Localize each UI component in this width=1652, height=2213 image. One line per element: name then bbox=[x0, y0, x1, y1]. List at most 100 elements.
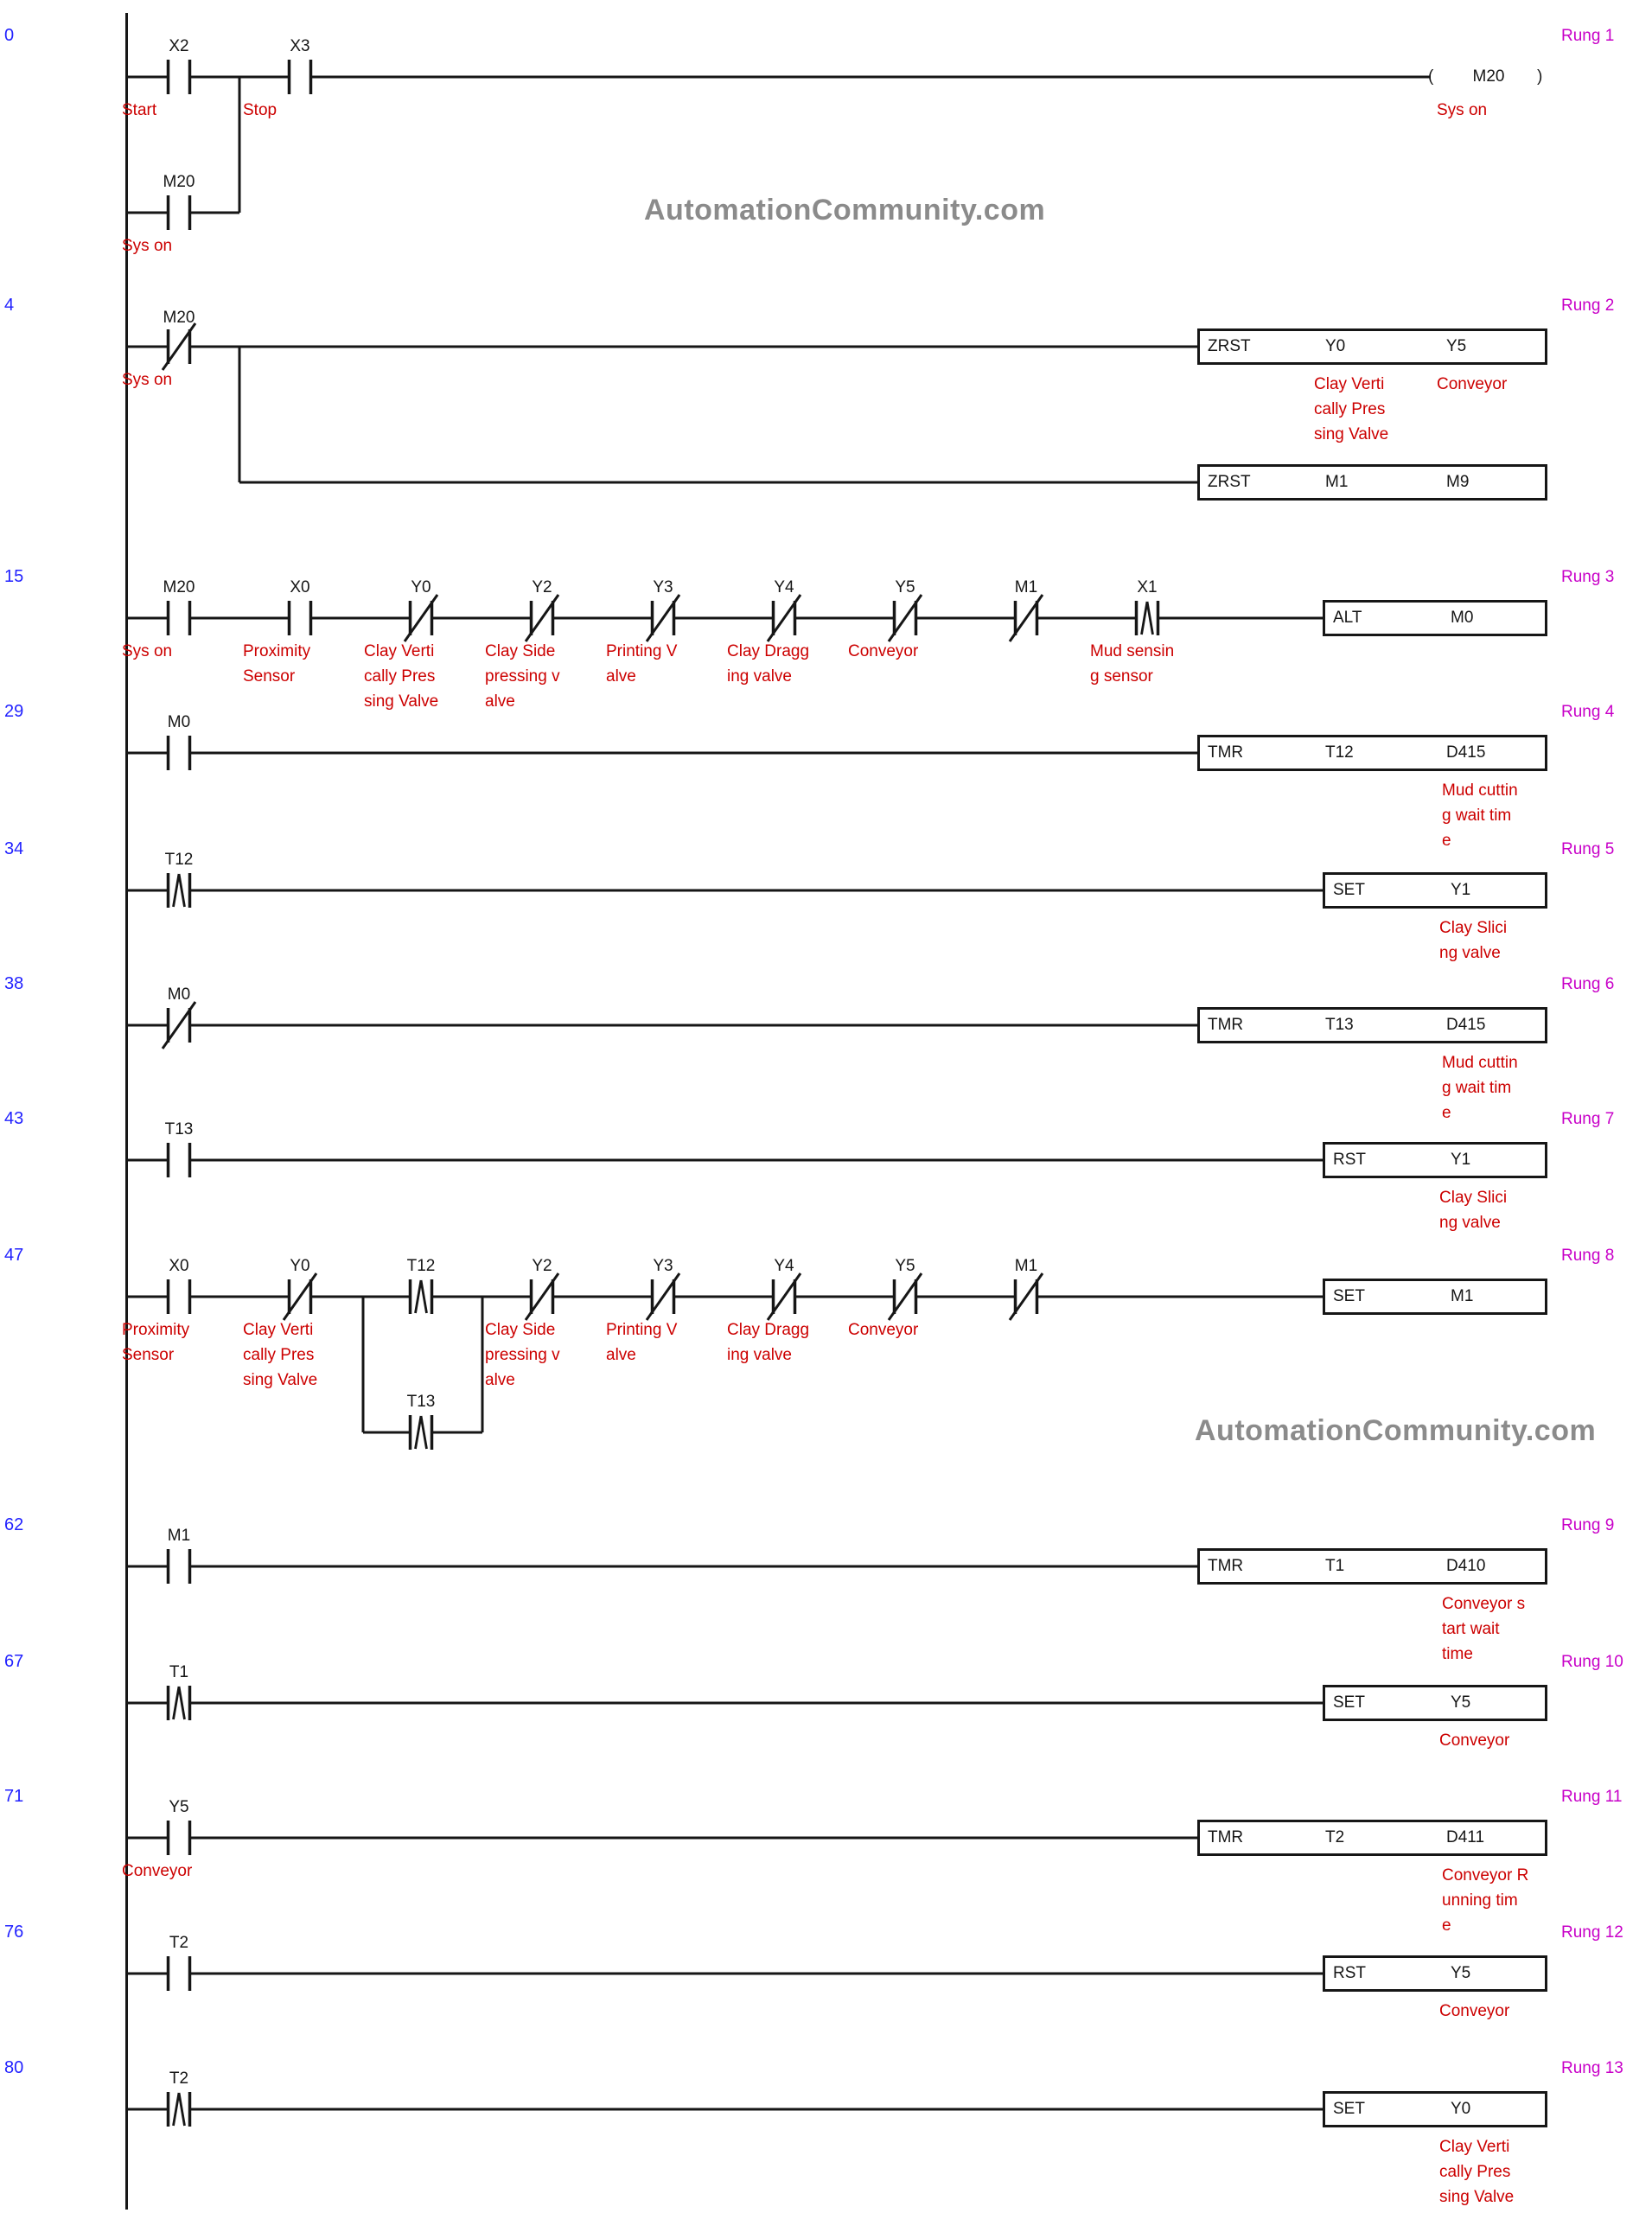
block-op: SET bbox=[1333, 1287, 1365, 1305]
contact-y2-nc[interactable] bbox=[524, 1272, 560, 1322]
contact-y5-nc[interactable] bbox=[887, 1272, 923, 1322]
step-address: 43 bbox=[4, 1109, 24, 1128]
contact-m0-nc[interactable] bbox=[161, 1000, 197, 1050]
contact-desc: Printing V alve bbox=[606, 1321, 678, 1364]
contact-t13-pulse[interactable] bbox=[408, 1413, 434, 1451]
block-param: Y1 bbox=[1451, 1151, 1471, 1169]
set-block[interactable]: SET M1 bbox=[1323, 1279, 1547, 1315]
rung-tag: Rung 3 bbox=[1561, 568, 1615, 586]
contact-name: X0 bbox=[169, 1257, 189, 1275]
block-param: T12 bbox=[1325, 743, 1354, 762]
block-param-desc: Clay Slici ng valve bbox=[1439, 919, 1508, 962]
contact-name: T2 bbox=[169, 1934, 189, 1952]
block-op: ZRST bbox=[1208, 337, 1251, 355]
block-param-desc: Conveyor bbox=[1439, 1731, 1510, 1750]
contact-x2[interactable] bbox=[166, 58, 192, 96]
contact-t2-pulse[interactable] bbox=[166, 2090, 192, 2128]
contact-name: M0 bbox=[167, 713, 191, 731]
contact-y4-nc[interactable] bbox=[766, 1272, 802, 1322]
contact-t13[interactable] bbox=[166, 1141, 192, 1179]
rst-block[interactable]: RST Y5 bbox=[1323, 1955, 1547, 1992]
contact-desc: Start bbox=[122, 101, 157, 119]
contact-name: X1 bbox=[1137, 578, 1158, 596]
contact-m20[interactable] bbox=[166, 599, 192, 637]
zrst-block[interactable]: ZRST M1 M9 bbox=[1197, 464, 1547, 501]
alt-block[interactable]: ALT M0 bbox=[1323, 600, 1547, 636]
block-param: Y5 bbox=[1446, 337, 1467, 355]
rung-tag: Rung 6 bbox=[1561, 975, 1615, 993]
coil-paren-close: ) bbox=[1537, 67, 1543, 86]
contact-y0-nc[interactable] bbox=[282, 1272, 318, 1322]
block-param: M9 bbox=[1446, 473, 1470, 491]
contact-t2[interactable] bbox=[166, 1955, 192, 1993]
rung-tag: Rung 11 bbox=[1561, 1788, 1623, 1806]
block-op: SET bbox=[1333, 881, 1365, 899]
set-block[interactable]: SET Y1 bbox=[1323, 872, 1547, 909]
step-address: 0 bbox=[4, 26, 15, 45]
contact-y0-nc[interactable] bbox=[403, 593, 439, 643]
block-op: TMR bbox=[1208, 1828, 1244, 1846]
contact-name: Y3 bbox=[653, 578, 673, 596]
contact-m20-seal[interactable] bbox=[166, 194, 192, 232]
tmr-block[interactable]: TMR T2 D411 bbox=[1197, 1820, 1547, 1856]
set-block[interactable]: SET Y5 bbox=[1323, 1685, 1547, 1721]
coil-m20[interactable]: M20 bbox=[1472, 67, 1505, 86]
tmr-block[interactable]: TMR T12 D415 bbox=[1197, 735, 1547, 771]
contact-y3-nc[interactable] bbox=[645, 593, 681, 643]
contact-name: M20 bbox=[163, 309, 195, 327]
contact-desc: Conveyor bbox=[848, 642, 919, 660]
tmr-block[interactable]: TMR T1 D410 bbox=[1197, 1548, 1547, 1585]
contact-desc: Sys on bbox=[122, 642, 173, 660]
contact-y5-nc[interactable] bbox=[887, 593, 923, 643]
contact-x0[interactable] bbox=[287, 599, 313, 637]
contact-desc: Conveyor bbox=[848, 1321, 919, 1339]
rung-tag: Rung 7 bbox=[1561, 1110, 1615, 1128]
block-op: RST bbox=[1333, 1964, 1366, 1982]
contact-t1-pulse[interactable] bbox=[166, 1684, 192, 1722]
contact-m0[interactable] bbox=[166, 734, 192, 772]
contact-desc: Clay Side pressing v alve bbox=[485, 642, 560, 711]
set-block[interactable]: SET Y0 bbox=[1323, 2091, 1547, 2127]
coil-desc: Sys on bbox=[1437, 101, 1488, 119]
contact-y4-nc[interactable] bbox=[766, 593, 802, 643]
contact-name: T13 bbox=[406, 1393, 436, 1411]
contact-y3-nc[interactable] bbox=[645, 1272, 681, 1322]
contact-name: Y2 bbox=[532, 578, 552, 596]
contact-desc: Clay Side pressing v alve bbox=[485, 1321, 560, 1389]
contact-desc: Sys on bbox=[122, 371, 173, 389]
block-param: Y1 bbox=[1451, 881, 1471, 899]
tmr-block[interactable]: TMR T13 D415 bbox=[1197, 1007, 1547, 1043]
rung-tag: Rung 1 bbox=[1561, 27, 1615, 45]
watermark-text: AutomationCommunity.com bbox=[644, 194, 1046, 226]
contact-desc: Clay Dragg ing valve bbox=[727, 1321, 810, 1364]
contact-name: T1 bbox=[169, 1663, 189, 1681]
rung-tag: Rung 4 bbox=[1561, 703, 1615, 721]
contact-desc: Conveyor bbox=[122, 1862, 193, 1880]
contact-x3[interactable] bbox=[287, 58, 313, 96]
contact-name: M1 bbox=[1014, 1257, 1038, 1275]
contact-t12-pulse[interactable] bbox=[408, 1278, 434, 1316]
contact-desc: Clay Dragg ing valve bbox=[727, 642, 810, 686]
block-param: Y0 bbox=[1325, 337, 1346, 355]
contact-y2-nc[interactable] bbox=[524, 593, 560, 643]
watermark-text: AutomationCommunity.com bbox=[1195, 1414, 1597, 1447]
rst-block[interactable]: RST Y1 bbox=[1323, 1142, 1547, 1178]
contact-desc: Clay Verti cally Pres sing Valve bbox=[364, 642, 439, 711]
contact-name: Y3 bbox=[653, 1257, 673, 1275]
block-param: D411 bbox=[1446, 1828, 1485, 1846]
contact-m20-nc[interactable] bbox=[161, 322, 197, 372]
zrst-block[interactable]: ZRST Y0 Y5 bbox=[1197, 328, 1547, 365]
contact-x1-pulse[interactable] bbox=[1134, 599, 1160, 637]
contact-m1[interactable] bbox=[166, 1547, 192, 1585]
contact-m1-nc[interactable] bbox=[1008, 1272, 1044, 1322]
contact-t12-pulse[interactable] bbox=[166, 871, 192, 909]
contact-name: Y4 bbox=[774, 1257, 794, 1275]
contact-y5[interactable] bbox=[166, 1819, 192, 1857]
contact-x0[interactable] bbox=[166, 1278, 192, 1316]
block-param: T2 bbox=[1325, 1828, 1345, 1846]
contact-m1-nc[interactable] bbox=[1008, 593, 1044, 643]
contact-name: Y5 bbox=[895, 578, 915, 596]
contact-desc: Sys on bbox=[122, 237, 173, 255]
block-param-desc: Conveyor s tart wait time bbox=[1442, 1595, 1526, 1663]
